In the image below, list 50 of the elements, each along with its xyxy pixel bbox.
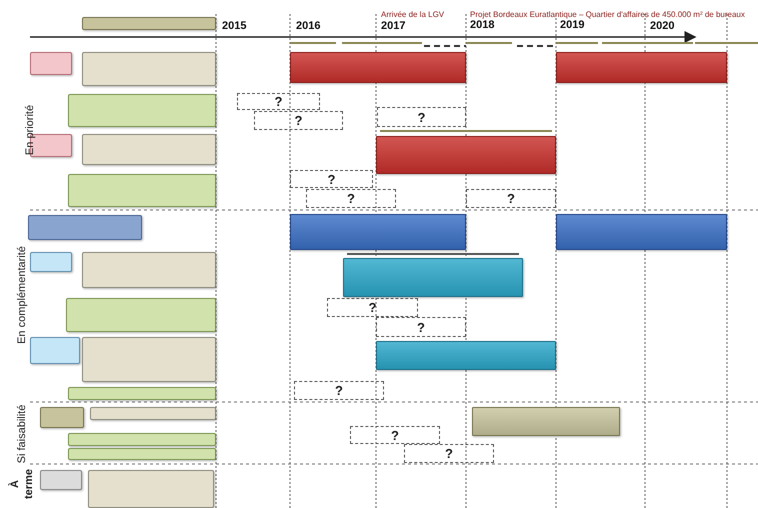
project-box [82,17,216,30]
project-box [40,407,84,428]
timeline-bar [290,52,466,83]
project-box [30,252,72,272]
project-box [68,94,216,127]
uncertain-period-box: ? [306,189,396,208]
uncertain-period-box: ? [237,93,320,110]
project-box [82,134,216,165]
timeline-bar [343,258,523,297]
year-label: 2017 [381,20,406,32]
project-box [88,470,214,508]
year-label: 2016 [296,20,320,32]
timeline-bar [376,136,556,174]
project-box [30,337,80,364]
project-box [28,215,142,240]
project-box [68,174,216,207]
year-label: 2019 [560,19,584,31]
project-box [68,448,216,460]
project-box [68,433,216,446]
milestone-note: Projet Bordeaux Euratlantique – Quartier d'affaires de 450.000 m² de bureaux [470,10,745,19]
section-label: Si faisabilité [15,404,29,464]
section-label: En complémentarité [15,246,29,344]
project-box [40,470,82,490]
project-box [82,252,216,288]
uncertain-period-box: ? [254,111,343,130]
uncertain-period-box: ? [294,381,384,400]
year-label: 2020 [650,20,674,32]
section-label: À terme [8,469,36,499]
uncertain-period-box: ? [376,317,466,337]
uncertain-period-box: ? [290,170,373,188]
timeline-bar [376,341,556,370]
project-box [30,52,72,75]
project-box [82,337,216,382]
project-box [90,407,216,420]
timeline-bar [556,214,727,250]
year-label: 2015 [222,20,246,32]
project-box [68,387,216,400]
section-label: En priorité [23,104,37,156]
project-box [82,52,216,86]
year-label: 2018 [470,19,494,31]
uncertain-period-box: ? [377,107,466,127]
milestone-note: Arrivée de la LGV [381,10,444,19]
timeline-bar [556,52,727,83]
timeline-bar [472,407,620,436]
uncertain-period-box: ? [350,426,440,444]
project-box [66,298,216,332]
timeline-bar [290,214,466,250]
uncertain-period-box: ? [327,298,418,317]
uncertain-period-box: ? [466,189,556,208]
uncertain-period-box: ? [404,444,494,463]
